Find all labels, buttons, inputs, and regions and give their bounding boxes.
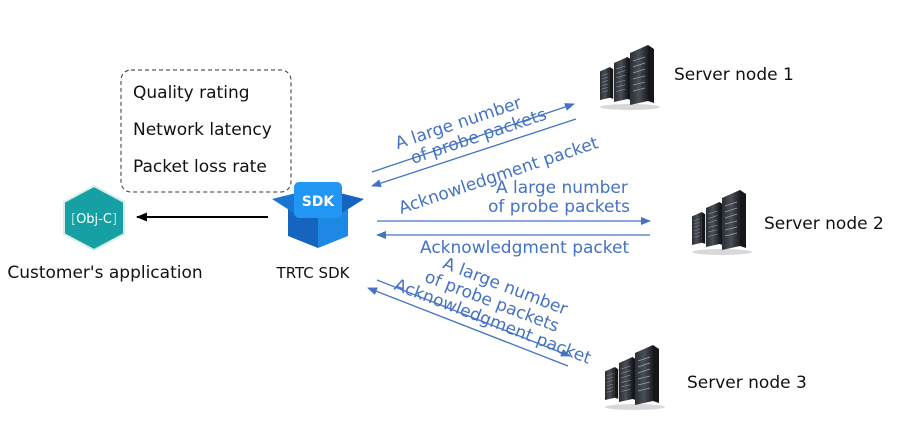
server-icon — [692, 190, 752, 255]
svg-text:[Obj-C]: [Obj-C] — [71, 212, 117, 227]
server-icon — [600, 45, 660, 110]
flow-server-2: A large number of probe packets Acknowle… — [376, 178, 651, 258]
probe-label-2-line2: of probe packets — [488, 197, 630, 217]
metric-quality-rating: Quality rating — [133, 83, 250, 103]
server-node-1[interactable]: Server node 1 — [600, 45, 794, 110]
trtc-sdk-label: TRTC SDK — [276, 264, 351, 282]
server-icon — [605, 345, 665, 410]
customer-app-label: Customer's application — [7, 263, 202, 283]
metric-network-latency: Network latency — [133, 120, 272, 140]
flow-server-3: A large number of probe packets Acknowle… — [367, 254, 594, 369]
ack-label-2: Acknowledgment packet — [420, 238, 629, 258]
metrics-box: Quality rating Network latency Packet lo… — [120, 69, 292, 193]
svg-text:SDK: SDK — [302, 194, 336, 210]
sdk-box-icon: SDK — [272, 182, 364, 248]
server-node-3-label: Server node 3 — [687, 373, 807, 393]
trtc-sdk[interactable]: SDK TRTC SDK — [272, 182, 364, 282]
probe-arrow-1 — [371, 103, 575, 173]
customer-app[interactable]: [Obj-C] Customer's application — [7, 184, 203, 283]
server-node-1-label: Server node 1 — [674, 65, 794, 85]
server-node-3[interactable]: Server node 3 — [605, 345, 807, 410]
metric-packet-loss-rate: Packet loss rate — [133, 157, 267, 177]
metrics-box-border — [120, 69, 292, 193]
probe-arrow-3 — [376, 279, 571, 357]
ack-arrow-1 — [371, 118, 577, 187]
probe-label-2-line1: A large number — [496, 178, 628, 198]
obj-c-icon: [Obj-C] — [63, 184, 125, 252]
server-node-2-label: Server node 2 — [764, 214, 884, 234]
server-node-2[interactable]: Server node 2 — [692, 190, 884, 255]
ack-arrow-3 — [367, 287, 569, 367]
